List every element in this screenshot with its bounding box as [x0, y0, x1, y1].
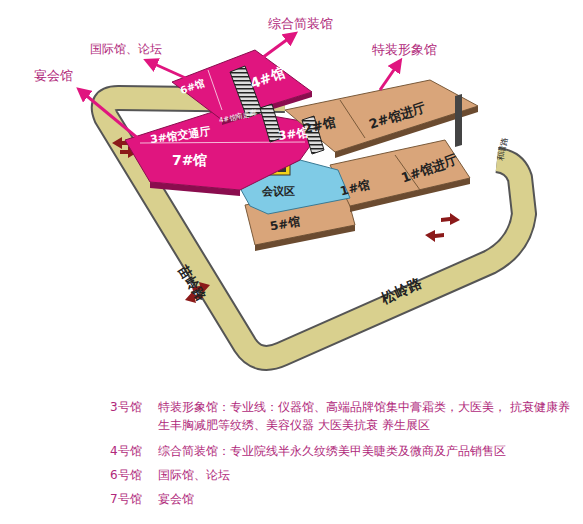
hall-number: 7号馆 — [110, 490, 142, 508]
hall-description: 特装形象馆：专业线：仪器馆、高端品牌馆集中膏霜类，大医美， 抗衰健康养生丰胸减肥… — [158, 398, 576, 434]
area-name: 宴会馆 — [34, 66, 73, 86]
hall-number: 4号馆 — [110, 442, 142, 460]
hall-description: 国际馆、论坛 — [158, 466, 230, 484]
area-name: 国际馆、论坛 — [90, 40, 162, 58]
hall-description: 宴会馆 — [158, 490, 194, 508]
hall-description: 综合简装馆：专业院线半永久纹绣美甲美睫类及微商及产品销售区 — [158, 442, 576, 460]
hall-name: 会议区 — [262, 184, 295, 199]
direction-arrows — [82, 36, 398, 140]
hall-label: 7#馆 — [172, 152, 207, 170]
hall-divider — [208, 70, 222, 110]
slab-edge — [150, 182, 240, 196]
hall-number: 3号馆 — [110, 398, 142, 416]
area-name: 特装形象馆 — [372, 40, 437, 60]
hall-name: 7#馆 — [172, 152, 207, 170]
hall-3-7-slab — [125, 108, 325, 190]
hall-divider — [340, 100, 365, 138]
area-name: 综合简装馆 — [268, 14, 333, 34]
hall-number: 6号馆 — [110, 466, 142, 484]
column — [455, 94, 462, 147]
hall-4-slab — [172, 50, 312, 120]
hall-label: 会议区 — [262, 184, 295, 199]
